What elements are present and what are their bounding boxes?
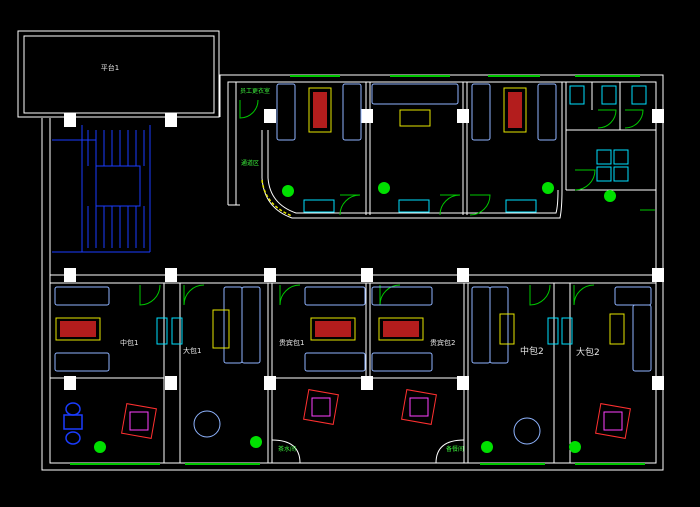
- top-corridor-label: 员工更衣室: [240, 87, 270, 95]
- sofas: [54, 83, 652, 372]
- side-label: 通道区: [241, 159, 259, 167]
- top-room-walls: [235, 82, 656, 219]
- rugs: [55, 87, 625, 349]
- top-box-label: 平台1: [101, 63, 119, 72]
- bottom-1-label: 茶水间: [278, 445, 296, 453]
- doors: [139, 99, 655, 306]
- windows: [70, 75, 645, 465]
- tv-units: [156, 199, 573, 345]
- bottom-room-walls: [50, 283, 571, 464]
- stair: [52, 125, 151, 253]
- room-left-1-label: 中包1: [120, 338, 138, 347]
- room-left-2-label: 大包1: [183, 346, 201, 355]
- bottom-2-label: 备餐间: [446, 445, 464, 453]
- room-mid-2-label: 贵宾包2: [430, 338, 455, 347]
- dining-sets: [63, 389, 631, 445]
- columns: [64, 109, 664, 390]
- room-mid-1-label: 贵宾包1: [279, 338, 304, 347]
- toilets: [569, 85, 647, 182]
- plants: [94, 182, 616, 453]
- room-right-1-label: 中包2: [520, 345, 544, 357]
- top-platform-box: 平台1: [17, 30, 220, 118]
- room-right-2-label: 大包2: [576, 346, 600, 358]
